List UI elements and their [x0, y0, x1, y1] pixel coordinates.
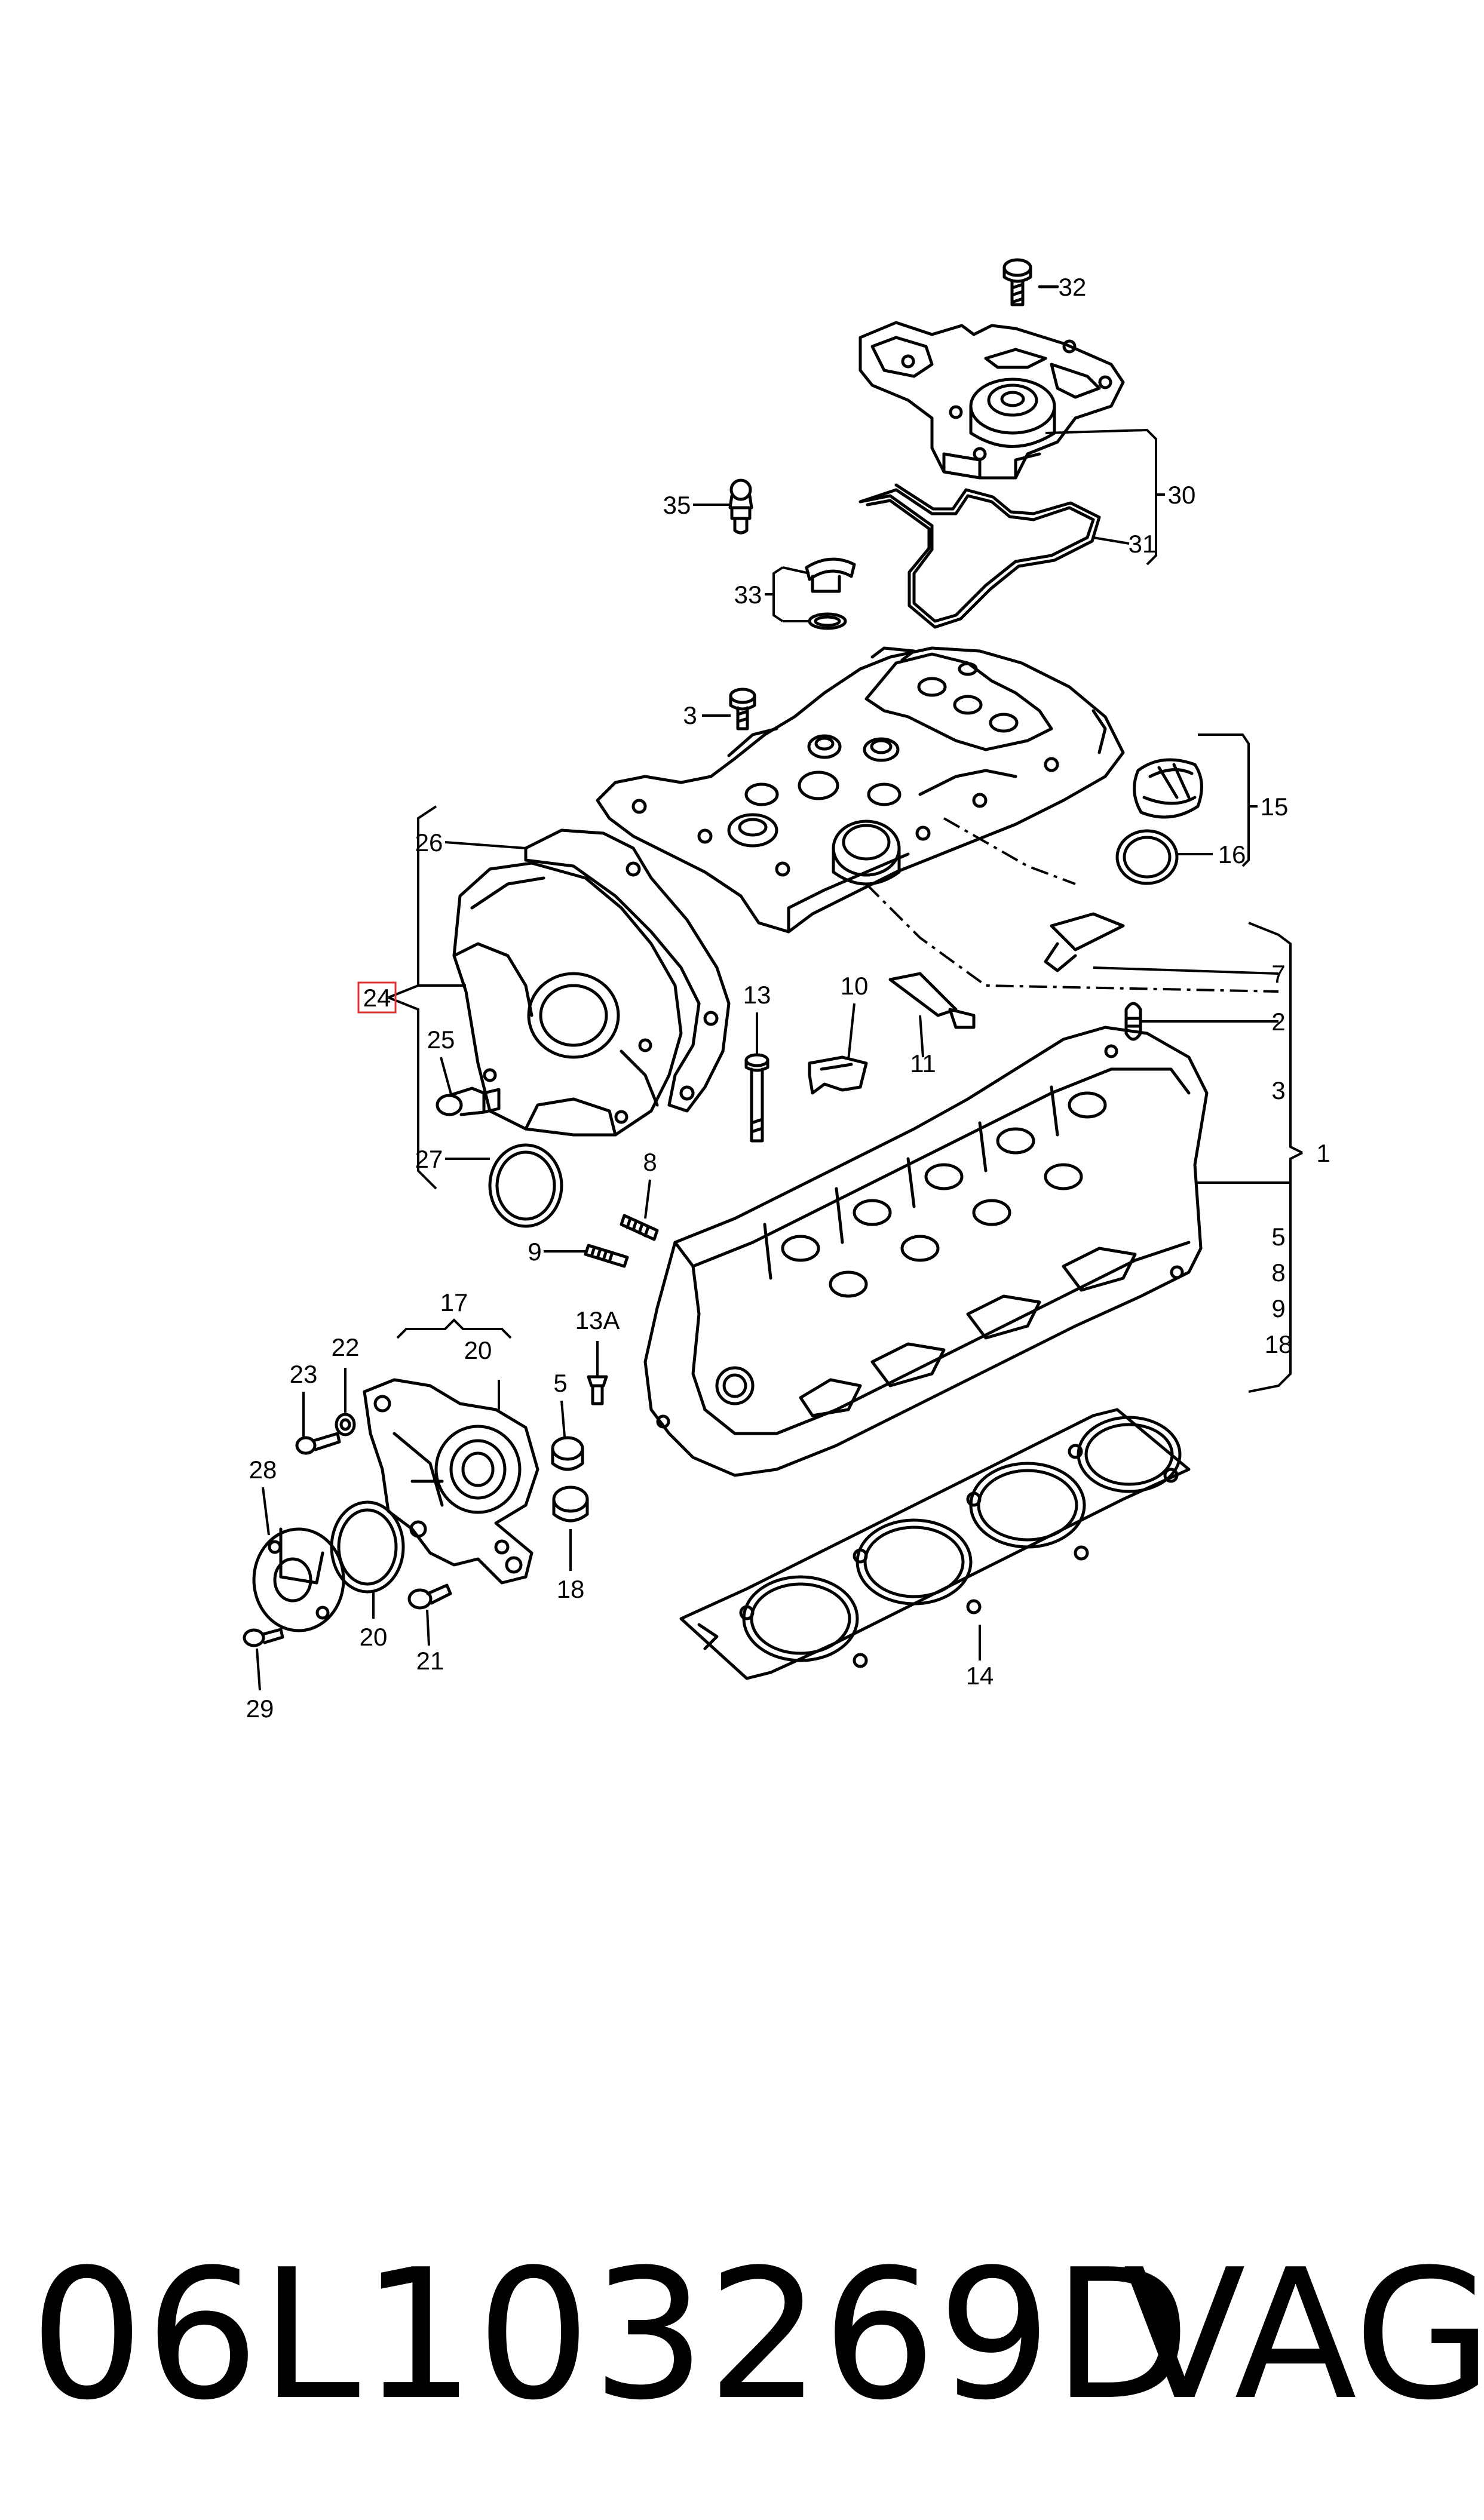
part-25-plug: [436, 1086, 501, 1116]
callout-30: 30: [1168, 481, 1196, 509]
part-28-flange: [252, 1527, 345, 1632]
callout-5-bracket: 5: [1271, 1223, 1285, 1251]
part-22-washer: [335, 1413, 356, 1437]
part-23-bolt: [295, 1432, 341, 1455]
callout-24: 24: [363, 984, 391, 1012]
callout-25: 25: [427, 1026, 455, 1054]
part-9-stud: [584, 1244, 629, 1268]
callout-18: 18: [557, 1575, 585, 1603]
callout-1: 1: [1316, 1139, 1330, 1167]
callout-24-highlight: [357, 981, 397, 1014]
part-3-bolt-top: [729, 687, 756, 730]
callout-35: 35: [663, 491, 691, 519]
callout-9-bracket: 9: [1271, 1294, 1285, 1322]
part-35-valve: [728, 478, 753, 535]
callout-23: 23: [290, 1360, 318, 1388]
callout-13A: 13A: [575, 1306, 620, 1334]
part-7-sensor: [1044, 912, 1125, 972]
callout-20-bottom: 20: [360, 1623, 388, 1651]
callout-21: 21: [416, 1647, 444, 1675]
callout-31: 31: [1129, 530, 1157, 558]
part-14-head-gasket: [679, 1408, 1191, 1680]
callout-14: 14: [966, 1662, 994, 1690]
callout-10: 10: [841, 972, 869, 1000]
callout-7: 7: [1271, 960, 1285, 988]
callout-20-top: 20: [464, 1336, 492, 1364]
part-18-plug: [552, 1485, 589, 1523]
part-31-gasket: [858, 483, 1101, 629]
callout-3-bracket: 3: [1271, 1076, 1285, 1104]
part-15-filler-cap: [1133, 758, 1203, 819]
callout-11: 11: [910, 1049, 936, 1078]
part-17-pump-housing: [363, 1378, 539, 1585]
callout-15: 15: [1261, 793, 1289, 821]
callout-9-stud: 9: [528, 1238, 541, 1266]
part-26-gasket: [524, 828, 731, 1113]
callout-27: 27: [415, 1145, 443, 1173]
part-2-plug: [1124, 1002, 1142, 1041]
part-33-cap: [805, 557, 856, 630]
callout-17: 17: [440, 1288, 468, 1316]
callout-26: 26: [415, 828, 443, 857]
callout-8-stud: 8: [643, 1148, 657, 1176]
part-11-sensor: [888, 972, 976, 1029]
callout-3-top: 3: [683, 701, 697, 729]
callout-8-bracket: 8: [1271, 1259, 1285, 1287]
part-32-bolt: [1002, 258, 1059, 306]
callout-29: 29: [246, 1695, 274, 1723]
brand-label: VAG: [1123, 2231, 1484, 2439]
callout-22: 22: [332, 1333, 360, 1361]
callout-2: 2: [1271, 1008, 1285, 1036]
part-8-stud: [620, 1214, 659, 1241]
part-27-oring: [488, 1143, 563, 1228]
part-13A-bolt: [587, 1375, 608, 1405]
callout-28: 28: [249, 1456, 277, 1484]
callout-16: 16: [1218, 840, 1246, 868]
callout-18-bracket: 18: [1265, 1330, 1293, 1358]
part-21-bolt: [407, 1583, 452, 1610]
valve-cover: [596, 646, 1125, 934]
part-number: 06L103269D: [30, 2231, 1192, 2439]
part-16-seal: [1115, 829, 1179, 885]
part-24-end-cover: [452, 861, 683, 1137]
callout-32: 32: [1059, 273, 1087, 301]
leader-lines: [256, 286, 1303, 1691]
part-10-clip: [808, 1055, 868, 1095]
callout-33: 33: [734, 581, 762, 609]
callout-5: 5: [553, 1369, 567, 1397]
part-29-bolt: [243, 1628, 284, 1647]
part-5-plug: [551, 1436, 584, 1471]
callout-labels: 32 30 31 35 33 3 15 16 26 7 24 13 10 11 …: [246, 273, 1330, 1723]
part-1-cylinder-head: [643, 1026, 1209, 1477]
part-30-housing: [858, 321, 1125, 480]
callout-13: 13: [743, 981, 771, 1009]
part-13-bolt: [744, 1053, 769, 1143]
